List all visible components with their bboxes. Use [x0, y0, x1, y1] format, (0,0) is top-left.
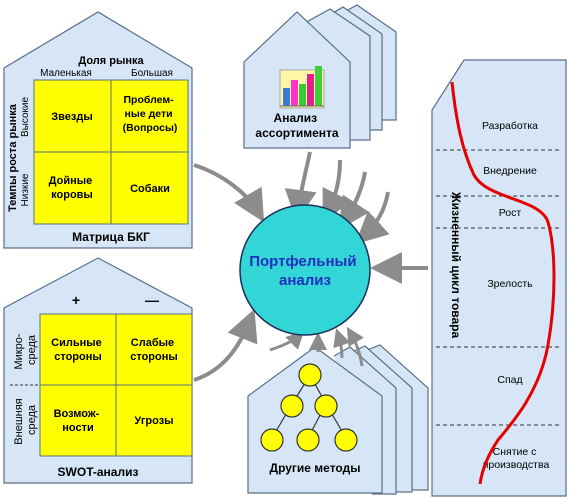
swot-panel: + — Микро- среда Внешняя среда Сильные с… [3, 257, 193, 484]
cell-threats: Угрозы [134, 415, 173, 427]
swot-minus: — [145, 292, 159, 308]
lifecycle-house [431, 59, 567, 497]
bar-chart-icon [279, 66, 325, 109]
other-methods-house [247, 346, 383, 494]
swot-title: SWOT-анализ [58, 465, 139, 479]
market-share-label: Доля рынка [78, 55, 144, 67]
stage-development: Разработка [482, 120, 538, 132]
macro-env-label: Внешняя среда [13, 395, 38, 444]
stage-decline: Спад [497, 374, 522, 386]
cell-stars: Звезды [51, 111, 92, 123]
stage-maturity: Зрелость [487, 278, 533, 290]
lifecycle-curve [450, 81, 556, 485]
lifecycle-title: Жизненный цикл товара [449, 191, 463, 339]
stage-withdrawal: Снятие с производства [483, 446, 550, 471]
swot-plus: + [72, 292, 80, 308]
share-small-label: Маленькая [40, 68, 92, 79]
stage-growth: Рост [499, 207, 522, 219]
growth-low-label: Низкие [20, 173, 31, 206]
bkg-title: Матрица БКГ [72, 230, 150, 244]
lifecycle-panel: Жизненный цикл товара Разработка Внедрен… [431, 59, 567, 497]
other-methods-panel: Другие методы [247, 344, 429, 495]
assortment-panel: Анализ ассортимента [243, 4, 397, 149]
cell-cows: Дойные коровы [49, 175, 96, 201]
cell-weaknesses: Слабые стороны [130, 337, 178, 363]
center-title: Портфельный анализ [249, 253, 361, 289]
cell-opportunities: Возмож- ности [54, 408, 103, 434]
growth-axis-label: Темпы роста рынка [7, 103, 19, 212]
cell-dogs: Собаки [130, 183, 170, 195]
bkg-panel: Доля рынка Маленькая Большая Темпы роста… [3, 11, 193, 249]
growth-high-label: Высокие [20, 97, 31, 137]
portfolio-analysis-center: Портфельный анализ [239, 204, 371, 336]
center-circle [239, 204, 371, 336]
cell-strengths: Сильные стороны [51, 337, 105, 363]
tree-diagram-icon [260, 363, 358, 452]
micro-env-label: Микро- среда [13, 330, 38, 369]
assortment-title: Анализ ассортимента [255, 111, 338, 140]
cell-problem: Проблем- ные дети (Вопросы) [123, 94, 178, 134]
share-large-label: Большая [131, 68, 173, 79]
other-methods-title: Другие методы [270, 461, 361, 475]
stage-introduction: Внедрение [483, 165, 537, 177]
